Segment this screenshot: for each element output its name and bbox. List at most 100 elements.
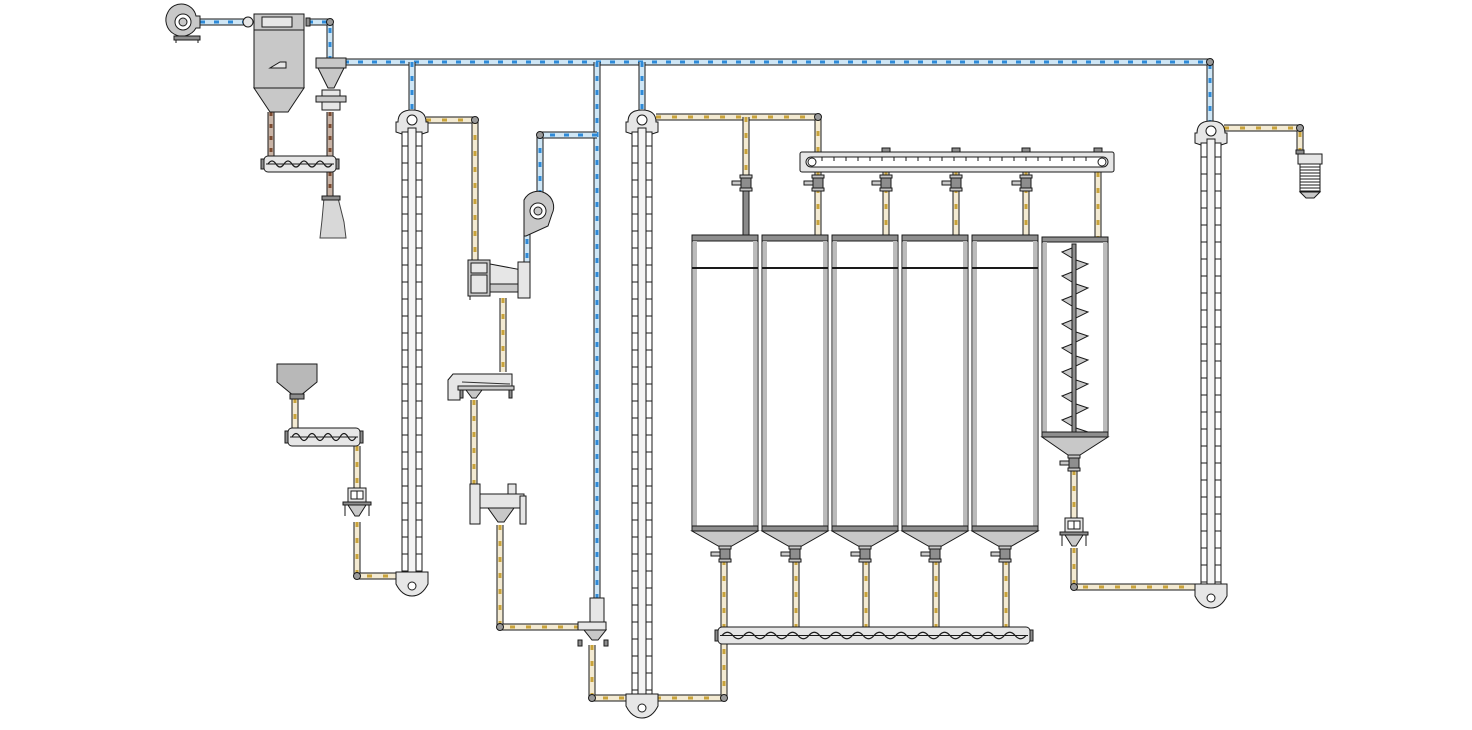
filter-hopper (253, 87, 305, 113)
valve-handle (1011, 180, 1022, 186)
silo-body (971, 240, 1039, 529)
storage-silo-5 (970, 234, 1040, 548)
aspiration-fan (523, 190, 555, 237)
mat-destoner-to-airlock (496, 525, 578, 631)
mixer-shaft (1071, 243, 1077, 433)
valve-handle (710, 551, 721, 557)
mat-airlock-to-elevator-2 (588, 645, 628, 702)
intake-screw-conveyor (284, 427, 364, 447)
chain-inlet-port (951, 147, 961, 153)
bucket-elevator-3 (1194, 120, 1228, 609)
hopper-body (276, 363, 318, 397)
vibrating-screen (447, 373, 515, 401)
filter-outlet (1298, 191, 1322, 199)
distribution-chain-conveyor (799, 147, 1115, 173)
silo-base-ring (901, 525, 969, 532)
bag-body (319, 197, 347, 239)
head-pulley (406, 114, 418, 126)
silo-cone (760, 530, 830, 548)
mixer-flight (1060, 247, 1073, 259)
pipe-elbow (1206, 58, 1214, 66)
boot-pulley (1206, 593, 1216, 603)
silo-cone (690, 530, 760, 548)
elevator-down-leg (415, 131, 423, 581)
equipment-layer (165, 3, 1323, 719)
chain-sprocket-right (1097, 157, 1107, 167)
silo-base-ring (971, 525, 1039, 532)
boot-pulley (637, 703, 647, 713)
screen-deck (461, 381, 511, 385)
fan-base (173, 35, 201, 41)
storage-silo-1 (690, 234, 760, 548)
pipe-elbow (471, 116, 479, 124)
valve-handle (850, 551, 861, 557)
silo-body (691, 240, 759, 529)
mixer-flight (1075, 355, 1090, 367)
screw-mixer-bin (1040, 236, 1110, 456)
silo-base-ring (831, 525, 899, 532)
mixer-flight (1075, 283, 1090, 295)
product-dust-filter (1295, 149, 1323, 199)
magnetic-separator-1 (342, 487, 372, 517)
elevator-belt (407, 127, 417, 585)
cyclone-head (315, 57, 347, 69)
elevator-down-leg (645, 131, 653, 703)
outlet-valve-silo-5 (990, 545, 1012, 563)
elevator-down-leg (1214, 142, 1222, 593)
mat-magnet-to-elevator-1 (353, 522, 400, 580)
valve-body (950, 176, 962, 190)
silo-body (831, 240, 899, 529)
valve-handle (731, 180, 742, 186)
boot-pulley (407, 581, 417, 591)
chain-inlet-port (1021, 147, 1031, 153)
precleaner-drum (489, 263, 523, 287)
outlet-valve-silo-3 (850, 545, 872, 563)
magnet-cone (347, 504, 367, 517)
silo-body (901, 240, 969, 529)
intake-hopper (276, 363, 318, 400)
pipe-elbow (496, 623, 504, 631)
valve-body (789, 547, 801, 561)
cyclone-cone (317, 67, 345, 89)
destoner-deck (479, 493, 525, 509)
storage-silo-2 (760, 234, 830, 548)
destoner (469, 483, 527, 525)
chain-track (805, 156, 1109, 168)
dust-screw-conveyor (260, 155, 340, 173)
screen-outlet (465, 389, 483, 399)
airlock-cone (582, 629, 608, 641)
elevator-belt (637, 127, 647, 707)
air-lock-discharger (577, 597, 609, 647)
valve-body (740, 176, 752, 190)
valve-body (812, 176, 824, 190)
inlet-valve-silo-1 (731, 174, 753, 192)
silo-roof (831, 234, 899, 242)
mixer-outlet-valve (1059, 454, 1081, 472)
main-fan (165, 3, 201, 43)
valve-handle (990, 551, 1001, 557)
mixer-flight (1075, 403, 1090, 415)
outlet-valve-silo-1 (710, 545, 732, 563)
mat-magnet-to-elevator-3 (1070, 548, 1196, 591)
silo-roof (901, 234, 969, 242)
pipe-elbow (536, 131, 544, 139)
valve-body (929, 547, 941, 561)
silo-body (761, 240, 829, 529)
air-main-header (344, 58, 1214, 122)
mat-elevator-3-to-filter (1224, 124, 1304, 150)
valve-body (719, 547, 731, 561)
silo-roof (971, 234, 1039, 242)
inlet-valve (242, 16, 254, 28)
cyclone-separator (315, 57, 347, 111)
valve-handle (803, 180, 814, 186)
silo-cone (900, 530, 970, 548)
mixer-flight (1075, 379, 1090, 391)
mixer-flight (1060, 415, 1073, 427)
valve-body (880, 176, 892, 190)
silo-roof (691, 234, 759, 242)
destoner-outlet (487, 507, 515, 523)
chain-sprocket-left (807, 157, 817, 167)
precleaner-aspiration (517, 261, 531, 299)
valve-body (859, 547, 871, 561)
inlet-valve-silo-2 (803, 174, 825, 192)
